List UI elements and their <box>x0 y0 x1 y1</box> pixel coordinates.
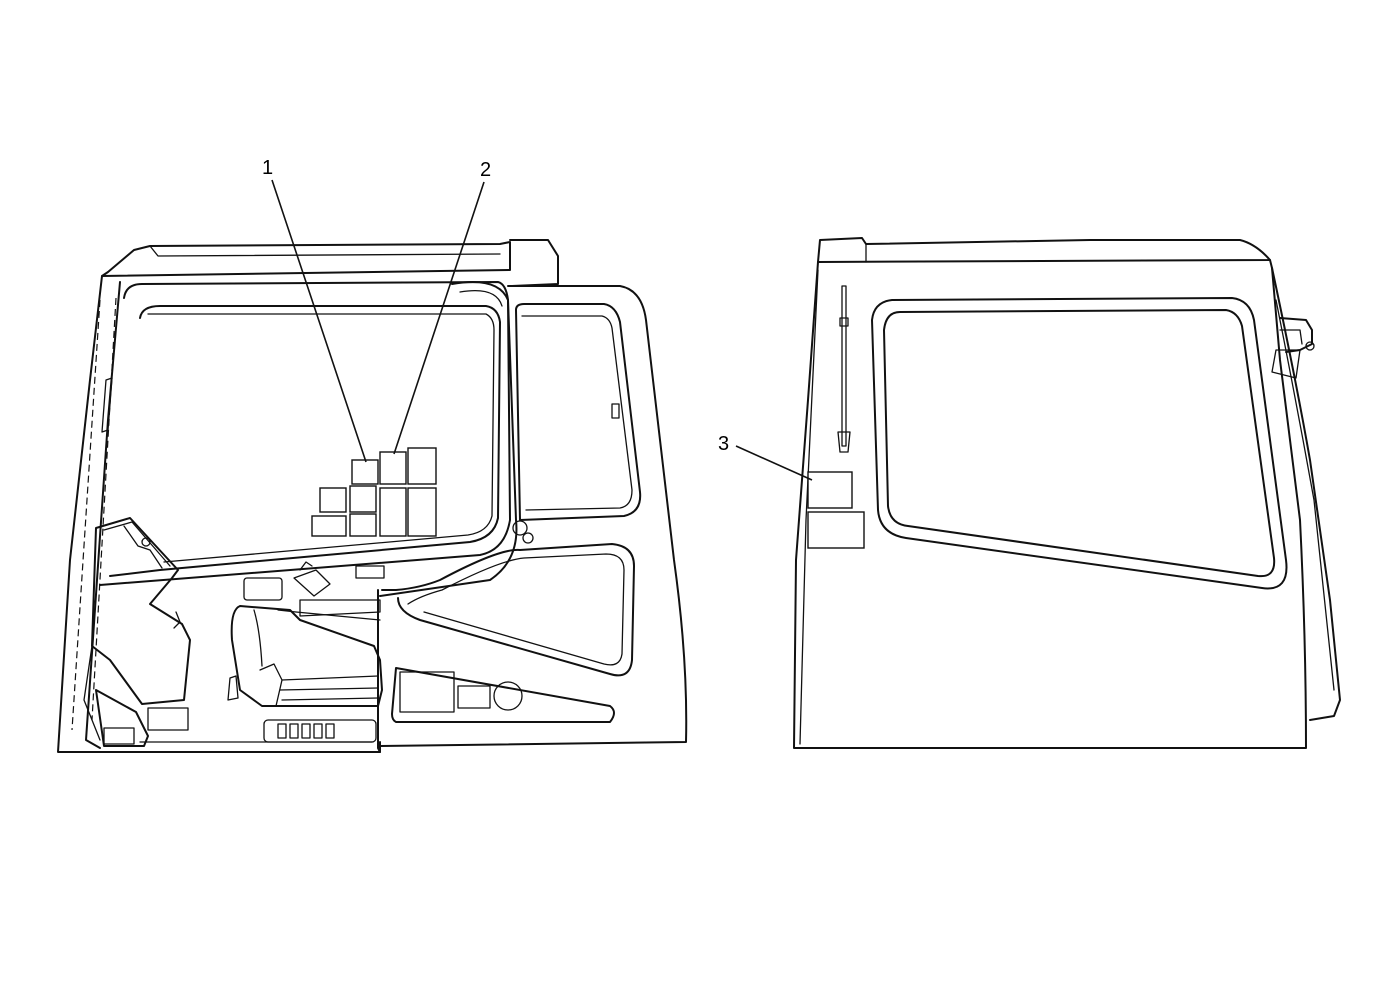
left-cab-body <box>57 275 381 753</box>
leader-line-2 <box>393 181 485 455</box>
left-windshield-glass <box>109 305 501 577</box>
decal-3b <box>807 511 865 549</box>
callout-1: 1 <box>262 157 367 463</box>
leader-line-1 <box>271 179 367 463</box>
decal-group-left <box>311 447 437 537</box>
callout-label-2: 2 <box>480 159 491 181</box>
left-windshield-frame <box>99 281 511 586</box>
right-cab-body <box>793 259 1307 749</box>
decal-2a <box>379 451 407 485</box>
right-cab-roof <box>817 237 1271 263</box>
left-cab-view <box>57 239 688 753</box>
operator-seat <box>139 561 385 743</box>
callout-label-1: 1 <box>262 157 273 179</box>
decal-3a <box>807 471 853 509</box>
callout-3: 3 <box>718 433 813 481</box>
right-window-glass <box>883 309 1276 578</box>
left-cab-roof <box>101 241 511 277</box>
left-lower-panel <box>377 589 381 753</box>
decal-1 <box>351 459 379 485</box>
right-window-frame <box>871 297 1288 590</box>
left-console <box>91 517 191 705</box>
callout-2: 2 <box>393 159 491 455</box>
left-door-frame <box>381 543 635 677</box>
leader-line-3 <box>735 445 813 481</box>
decal-2b <box>407 447 437 485</box>
left-side-window-upper <box>515 303 642 521</box>
right-cab-view <box>793 237 1341 749</box>
callout-label-3: 3 <box>718 433 729 455</box>
